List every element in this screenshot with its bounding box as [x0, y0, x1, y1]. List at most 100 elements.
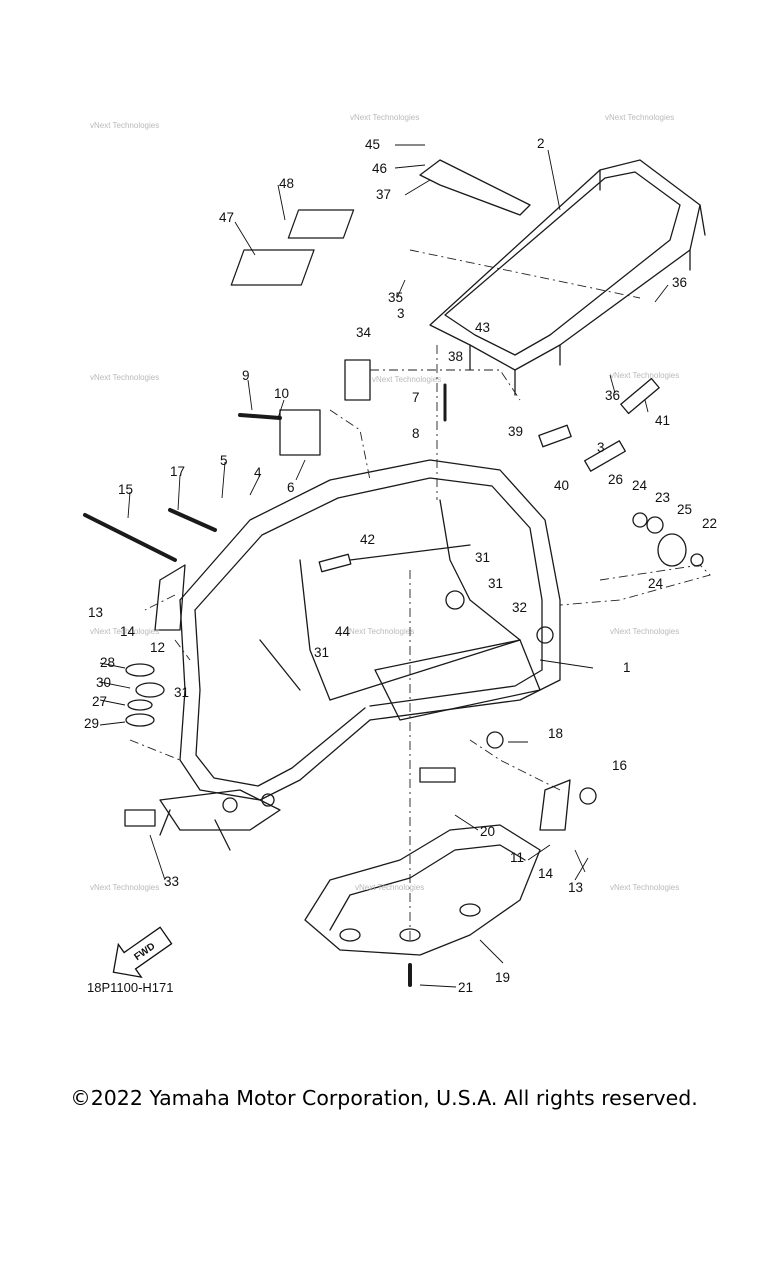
- callout-31d: 31: [488, 576, 503, 591]
- callout-35: 35: [388, 290, 403, 305]
- pad-39: [538, 424, 572, 448]
- washer-28: [125, 663, 155, 677]
- bracket-12: [154, 564, 186, 631]
- diagram-code: 18P1100-H171: [87, 980, 174, 995]
- callout-12: 12: [150, 640, 165, 655]
- svg-text:vNext Technologies: vNext Technologies: [610, 883, 679, 892]
- callout-14: 14: [120, 624, 136, 639]
- pad-42: [318, 553, 352, 573]
- callout-33: 33: [164, 874, 179, 889]
- callout-10: 10: [274, 386, 289, 401]
- callout-21: 21: [458, 980, 473, 995]
- callout-9: 9: [242, 368, 250, 383]
- callout-26: 26: [608, 472, 623, 487]
- bolt-17: [168, 508, 217, 532]
- bushing-23: [646, 516, 664, 534]
- svg-text:vNext Technologies: vNext Technologies: [610, 627, 679, 636]
- callout-43: 43: [475, 320, 490, 335]
- callout-34: 34: [356, 325, 372, 340]
- callout-3: 3: [397, 306, 405, 321]
- callout-36b: 36: [605, 388, 620, 403]
- callout-36: 36: [672, 275, 687, 290]
- callout-8: 8: [412, 426, 420, 441]
- callout-11: 11: [510, 850, 524, 865]
- callout-31a: 31: [174, 685, 189, 700]
- rear-subframe: [429, 159, 706, 396]
- callout-25: 25: [677, 502, 692, 517]
- bracket-6: [279, 409, 321, 456]
- pad-40: [584, 440, 626, 472]
- bracket-34: [344, 359, 371, 401]
- callout-39: 39: [508, 424, 523, 439]
- fwd-arrow-icon: FWD: [112, 926, 173, 979]
- label-47: [230, 249, 315, 286]
- callout-15: 15: [118, 482, 133, 497]
- callout-44: 44: [335, 624, 351, 639]
- pad-20: [419, 767, 456, 783]
- bracket-37: [419, 159, 531, 216]
- collar-24: [632, 512, 648, 528]
- tool-kit-48: [287, 209, 355, 239]
- alignment-lines: [129, 249, 711, 940]
- copyright-notice: ©2022 Yamaha Motor Corporation, U.S.A. A…: [70, 1086, 698, 1110]
- bushing-22: [657, 533, 687, 567]
- callout-22: 22: [702, 516, 717, 531]
- svg-text:vNext Technologies: vNext Technologies: [90, 627, 159, 636]
- callout-27: 27: [92, 694, 107, 709]
- callout-30: 30: [96, 675, 111, 690]
- cover-33: [124, 809, 156, 827]
- svg-text:vNext Technologies: vNext Technologies: [355, 883, 424, 892]
- bracket-11: [539, 779, 571, 831]
- callout-13: 13: [88, 605, 103, 620]
- bolt-16: [579, 787, 597, 805]
- callout-28: 28: [100, 655, 115, 670]
- callout-2: 2: [537, 136, 545, 151]
- callout-18: 18: [548, 726, 563, 741]
- callout-41: 41: [655, 413, 670, 428]
- callout-38: 38: [448, 349, 463, 364]
- svg-text:vNext Technologies: vNext Technologies: [345, 627, 414, 636]
- callout-7: 7: [412, 390, 420, 405]
- callout-3b: 3: [597, 440, 605, 455]
- washer-29: [125, 713, 155, 727]
- callout-32: 32: [512, 600, 527, 615]
- seal-30: [135, 682, 165, 698]
- callout-1: 1: [623, 660, 631, 675]
- callout-23: 23: [655, 490, 670, 505]
- callout-40: 40: [554, 478, 569, 493]
- skid-plate: [304, 824, 541, 956]
- watermarks: vNext Technologies vNext Technologies vN…: [90, 113, 679, 892]
- callout-37: 37: [376, 187, 391, 202]
- callout-42: 42: [360, 532, 375, 547]
- callout-31b: 31: [314, 645, 329, 660]
- callout-24b: 24: [648, 576, 664, 591]
- callout-19: 19: [495, 970, 510, 985]
- bearing-27: [127, 699, 153, 711]
- collar-24b: [690, 553, 704, 567]
- callout-5: 5: [220, 453, 228, 468]
- svg-text:vNext Technologies: vNext Technologies: [350, 113, 419, 122]
- pad-41: [620, 377, 660, 415]
- nut-18: [486, 731, 504, 749]
- svg-text:vNext Technologies: vNext Technologies: [90, 883, 159, 892]
- main-frame: [159, 459, 561, 851]
- callout-46: 46: [372, 161, 387, 176]
- bolt-15: [83, 513, 177, 562]
- callout-47: 47: [219, 210, 234, 225]
- callout-45: 45: [365, 137, 380, 152]
- callout-24: 24: [632, 478, 648, 493]
- callout-14b: 14: [538, 866, 554, 881]
- bolt-9: [238, 413, 282, 420]
- callout-4: 4: [254, 465, 262, 480]
- leader-lines: [99, 144, 669, 988]
- callout-13b: 13: [568, 880, 583, 895]
- callout-6: 6: [287, 480, 295, 495]
- svg-text:vNext Technologies: vNext Technologies: [372, 375, 441, 384]
- svg-text:vNext Technologies: vNext Technologies: [610, 371, 679, 380]
- callout-20: 20: [480, 824, 495, 839]
- callout-16: 16: [612, 758, 627, 773]
- callout-31c: 31: [475, 550, 490, 565]
- callout-numbers: 1 2 3 3 4 5 6 7 8 9 10 11 12 13 13 14 14…: [84, 136, 717, 995]
- svg-text:vNext Technologies: vNext Technologies: [605, 113, 674, 122]
